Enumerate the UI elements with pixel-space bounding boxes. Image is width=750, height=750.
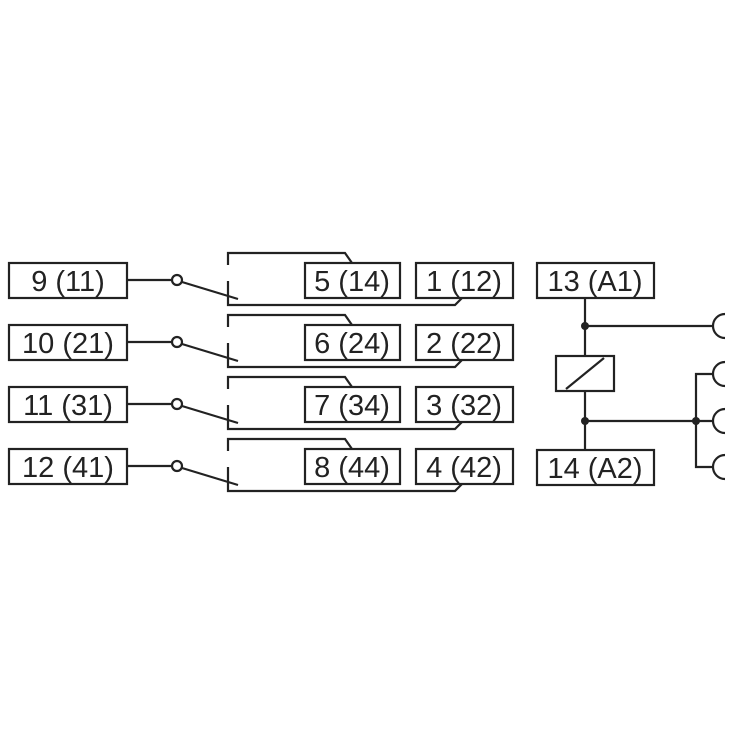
common-terminal-box (7, 323, 129, 362)
switch-blade (181, 280, 239, 301)
nc-terminal-box (414, 447, 515, 486)
coil-circuit: 13 (A1) 14 (A2) (535, 261, 726, 487)
no-terminal-box (303, 447, 402, 486)
no-terminal-box (303, 385, 402, 424)
no-terminal-label: 6 (24) (314, 328, 390, 360)
no-terminal-label: 5 (14) (314, 266, 390, 298)
pivot-circle (170, 335, 184, 349)
no-terminal-box (303, 323, 402, 362)
nc-terminal-box (414, 261, 515, 300)
connector-arc (711, 312, 726, 340)
common-terminal-label: 12 (41) (22, 452, 114, 484)
nc-contact-wire (226, 281, 464, 307)
common-terminal-box (7, 447, 129, 486)
no-contact-wire (226, 437, 353, 451)
terminal-a2-label: 14 (A2) (547, 453, 642, 485)
terminal-a2-box (535, 448, 656, 487)
contact-row: 10 (21) 6 (24) 2 (22) (7, 313, 515, 369)
no-contact-wire (226, 251, 353, 265)
nc-contact-wire (226, 343, 464, 369)
nc-contact-wire (226, 467, 464, 493)
switch-blade (181, 342, 239, 363)
contact-row: 9 (11) 5 (14) 1 (12) (7, 251, 515, 307)
switch-blade (181, 466, 239, 487)
switch-blade (181, 404, 239, 425)
coil-slash (565, 357, 605, 390)
no-terminal-box (303, 261, 402, 300)
no-terminal-label: 8 (44) (314, 452, 390, 484)
no-contact-wire (226, 375, 353, 389)
nc-terminal-label: 4 (42) (426, 452, 502, 484)
pivot-circle (170, 273, 184, 287)
pivot-circle (170, 459, 184, 473)
common-terminal-label: 9 (11) (31, 266, 105, 298)
nc-terminal-box (414, 323, 515, 362)
common-terminal-box (7, 261, 129, 300)
nc-terminal-box (414, 385, 515, 424)
connector-arc (711, 453, 726, 481)
no-terminal-label: 7 (34) (314, 390, 390, 422)
nc-terminal-label: 3 (32) (426, 390, 502, 422)
nc-terminal-label: 1 (12) (426, 266, 502, 298)
nc-contact-wire (226, 405, 464, 431)
common-terminal-label: 11 (31) (23, 390, 113, 422)
no-contact-wire (226, 313, 353, 327)
common-terminal-box (7, 385, 129, 424)
terminal-a1-box (535, 261, 656, 300)
a2-bus-wire (694, 372, 712, 469)
connector-arc (711, 360, 726, 388)
contact-row: 11 (31) 7 (34) 3 (32) (7, 375, 515, 431)
pivot-circle (170, 397, 184, 411)
connector-arc (711, 407, 726, 435)
terminal-a1-label: 13 (A1) (547, 266, 642, 298)
nc-terminal-label: 2 (22) (426, 328, 502, 360)
common-terminal-label: 10 (21) (22, 328, 114, 360)
contact-row: 12 (41) 8 (44) 4 (42) (7, 437, 515, 493)
